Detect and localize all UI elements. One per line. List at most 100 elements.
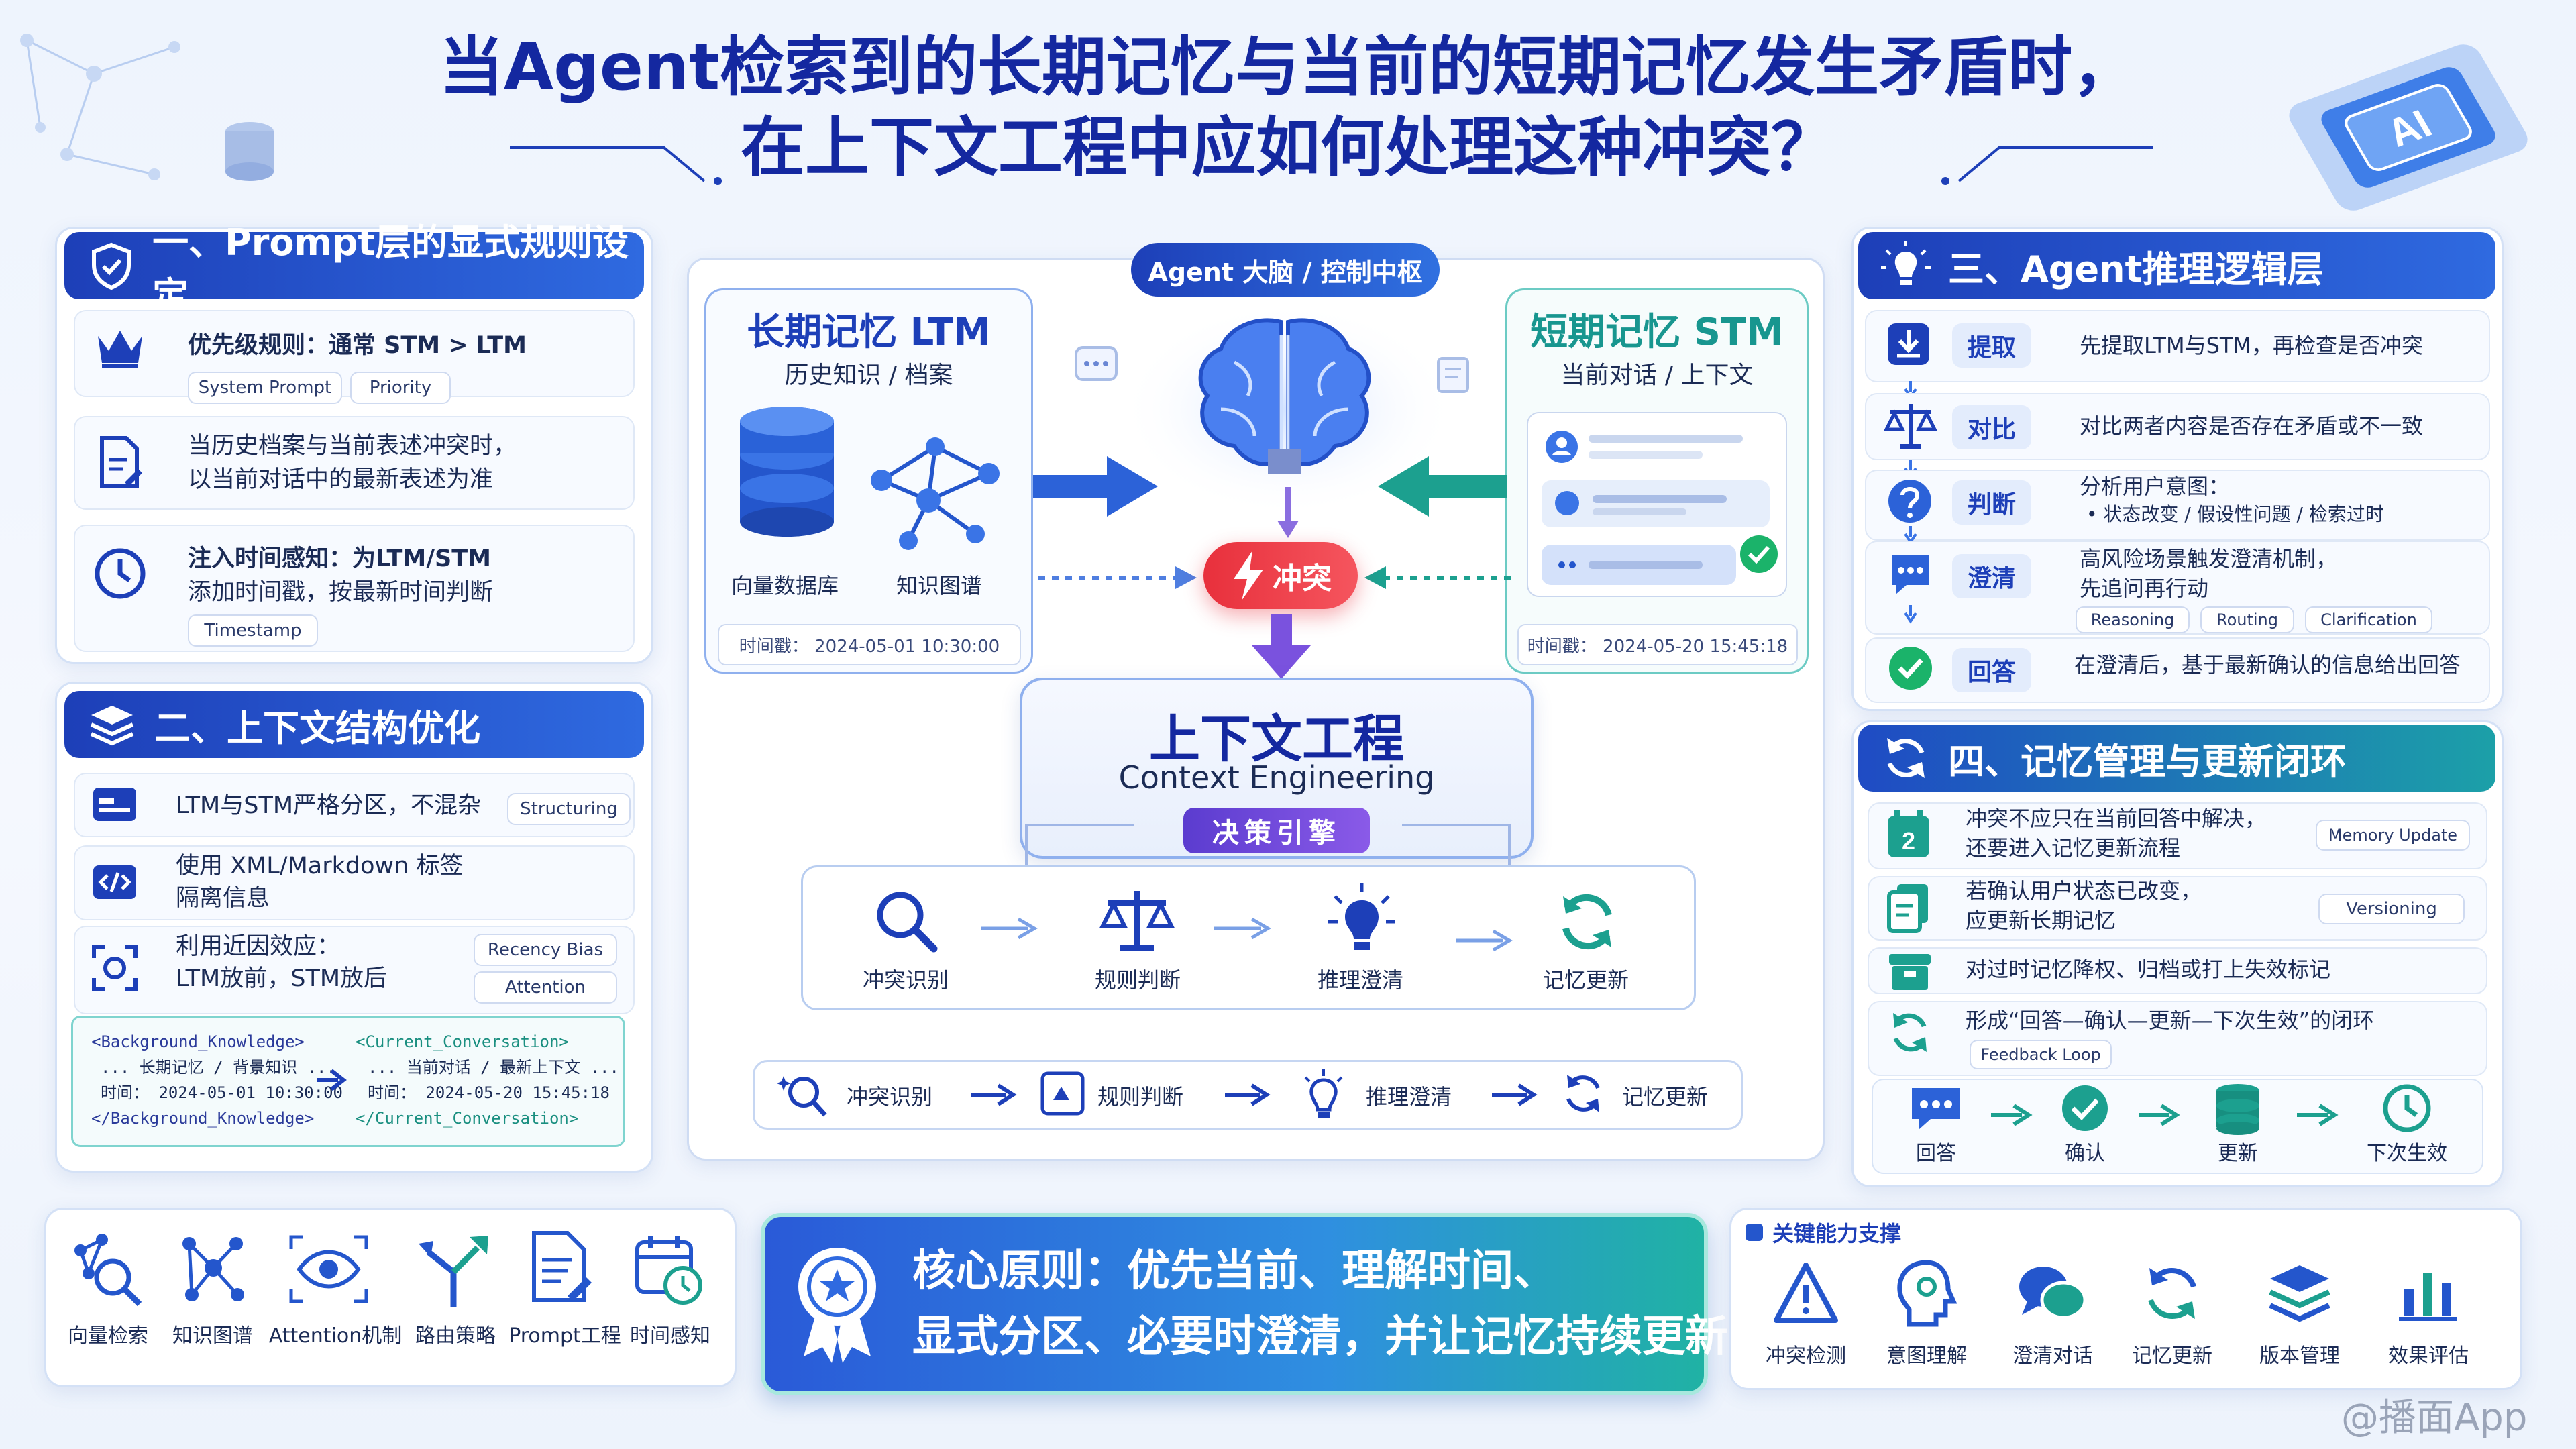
struct-recency-line2: LTM放前，STM放后 bbox=[176, 965, 388, 992]
rule-timestamp-line1: 注入时间感知：为LTM/STM bbox=[188, 545, 491, 572]
flow1-arrow1 bbox=[981, 917, 1038, 940]
lightning-icon bbox=[1234, 551, 1263, 600]
section4-title: 四、记忆管理与更新闭环 bbox=[1948, 740, 2347, 783]
capability-version: 版本管理 bbox=[2259, 1344, 2340, 1368]
loop-arrow-1 bbox=[1991, 1104, 2033, 1126]
title-line1: 当Agent检索到的长期记忆与当前的短期记忆发生矛盾时， bbox=[439, 30, 2137, 105]
copy-document-icon bbox=[1887, 884, 1928, 933]
capability-dialog: 澄清对话 bbox=[2012, 1344, 2093, 1368]
flow1-arrow3 bbox=[1456, 929, 1513, 952]
bar-chart-icon bbox=[2399, 1273, 2457, 1321]
routing-icon bbox=[419, 1236, 488, 1307]
question-icon bbox=[1888, 480, 1931, 523]
ltm-title: 长期记忆 LTM bbox=[747, 311, 991, 354]
ltm-subtitle: 历史知识 / 档案 bbox=[784, 362, 953, 389]
title-deco-left bbox=[510, 146, 722, 185]
stm-title: 短期记忆 STM bbox=[1530, 311, 1784, 354]
step-clarify-desc: 高风险场景触发澄清机制， bbox=[2080, 546, 2338, 572]
knowledge-graph-icon bbox=[871, 437, 1000, 550]
engine-badge: 决策引擎 bbox=[1183, 808, 1370, 853]
layers-icon bbox=[89, 701, 136, 748]
arrow-right-icon bbox=[317, 1069, 347, 1091]
archive-icon bbox=[1889, 954, 1931, 990]
chat-icon bbox=[1075, 346, 1118, 381]
struct-tags-line1: 使用 XML/Markdown 标签 bbox=[176, 853, 464, 879]
section3-header: 三、Agent推理逻辑层 bbox=[1858, 232, 2496, 299]
tag-routing: Routing bbox=[2200, 606, 2294, 633]
network-decoration bbox=[20, 34, 274, 181]
memory-item-3-text: 对过时记忆降权、归档或打上失效标记 bbox=[1966, 957, 2331, 982]
tag-memory-update: Memory Update bbox=[2316, 820, 2470, 851]
bulb-small-icon bbox=[1304, 1069, 1343, 1118]
decision-flow bbox=[801, 865, 1696, 1010]
search-icon bbox=[877, 892, 938, 953]
flow1-step2: 规则判断 bbox=[1094, 967, 1181, 993]
struct-tags-line2: 隔离信息 bbox=[176, 885, 270, 912]
vector-search-icon bbox=[74, 1234, 142, 1307]
code-left-open: <Background_Knowledge> bbox=[91, 1032, 305, 1051]
clock-icon bbox=[91, 545, 149, 602]
lightbulb-icon bbox=[1328, 883, 1395, 950]
capability-title: 关键能力支撑 bbox=[1772, 1221, 1902, 1246]
calendar-icon: 2 bbox=[1888, 810, 1929, 857]
conflict-label: 冲突 bbox=[1273, 561, 1332, 596]
memory-item-3 bbox=[1868, 947, 2487, 994]
head-gear-icon bbox=[1897, 1260, 1957, 1327]
idea-icon bbox=[1881, 241, 1931, 289]
loop-step-confirm: 确认 bbox=[2065, 1142, 2105, 1165]
rule-latest bbox=[74, 416, 635, 510]
capability-conflict: 冲突检测 bbox=[1766, 1344, 1846, 1368]
step-compare-label: 对比 bbox=[1952, 405, 2031, 449]
capability-panel bbox=[1729, 1208, 2522, 1390]
rule-priority-text: 优先级规则：通常 STM > LTM bbox=[188, 332, 527, 359]
step-judge-desc: 分析用户意图： bbox=[2080, 474, 2231, 499]
code-left-close: </Background_Knowledge> bbox=[91, 1109, 315, 1128]
tag-timestamp: Timestamp bbox=[188, 614, 318, 647]
core-line2: 显式分区、必要时澄清，并让记忆持续更新。 bbox=[912, 1312, 1771, 1362]
code-right-open: <Current_Conversation> bbox=[356, 1032, 569, 1051]
section1-header: 一、Prompt层的显式规则设定 bbox=[64, 221, 644, 317]
dashed-arrow-left bbox=[1038, 566, 1197, 589]
section4-header: 四、记忆管理与更新闭环 bbox=[1858, 724, 2496, 792]
code-icon bbox=[86, 853, 144, 911]
chat-window bbox=[1527, 412, 1787, 597]
knowledge-graph-label: 知识图谱 bbox=[896, 573, 982, 598]
section1-title: 一、Prompt层的显式规则设定 bbox=[152, 221, 629, 317]
flow1-arrow2 bbox=[1214, 917, 1271, 940]
crown-icon bbox=[91, 319, 149, 377]
struct-tags bbox=[74, 845, 635, 920]
title-deco-right bbox=[1941, 146, 2153, 185]
tool-vector-search: 向量检索 bbox=[68, 1324, 148, 1348]
tag-feedback-loop: Feedback Loop bbox=[1970, 1040, 2112, 1069]
database-icon bbox=[225, 122, 274, 181]
rule-box-icon bbox=[1040, 1071, 1085, 1116]
engine-title: 上下文工程 bbox=[1149, 709, 1404, 769]
struct-recency-line1: 利用近因效应： bbox=[176, 933, 341, 960]
refresh-small-icon bbox=[1566, 1075, 1600, 1112]
flow1-step4: 记忆更新 bbox=[1542, 967, 1629, 993]
loop-strip bbox=[1872, 1079, 2483, 1174]
step-judge-label: 判断 bbox=[1952, 480, 2031, 525]
check-circle-icon bbox=[1889, 647, 1932, 690]
ai-chip-icon: AI bbox=[2289, 44, 2528, 211]
code-right-time: 时间： 2024-05-20 15:45:18 bbox=[368, 1083, 610, 1102]
dialog-bubbles-icon bbox=[2019, 1267, 2087, 1320]
answer-chat-icon bbox=[1912, 1088, 1960, 1130]
flow2-arrow2 bbox=[1225, 1083, 1271, 1106]
check-icon bbox=[1740, 535, 1778, 573]
rule-timestamp bbox=[74, 525, 635, 652]
step-extract-label: 提取 bbox=[1952, 323, 2031, 368]
tool-routing: 路由策略 bbox=[415, 1324, 496, 1348]
struct-partition-text: LTM与STM严格分区，不混杂 bbox=[176, 792, 482, 819]
step-answer-label: 回答 bbox=[1952, 648, 2031, 692]
arrow-stm-brain bbox=[1378, 456, 1507, 517]
prompt-doc-icon bbox=[532, 1231, 592, 1302]
tag-clarification: Clarification bbox=[2305, 606, 2432, 633]
watermark: @播面App bbox=[2341, 1396, 2528, 1440]
flow2-step1: 冲突识别 bbox=[847, 1084, 933, 1110]
memory-item-1-line1: 冲突不应只在当前回答中解决， bbox=[1966, 806, 2267, 831]
loop-arrow-2 bbox=[2139, 1104, 2180, 1126]
step-clarify-label: 澄清 bbox=[1952, 554, 2031, 598]
stm-timestamp: 时间戳： 2024-05-20 15:45:18 bbox=[1517, 624, 1798, 665]
confirm-check-icon bbox=[2062, 1085, 2108, 1131]
